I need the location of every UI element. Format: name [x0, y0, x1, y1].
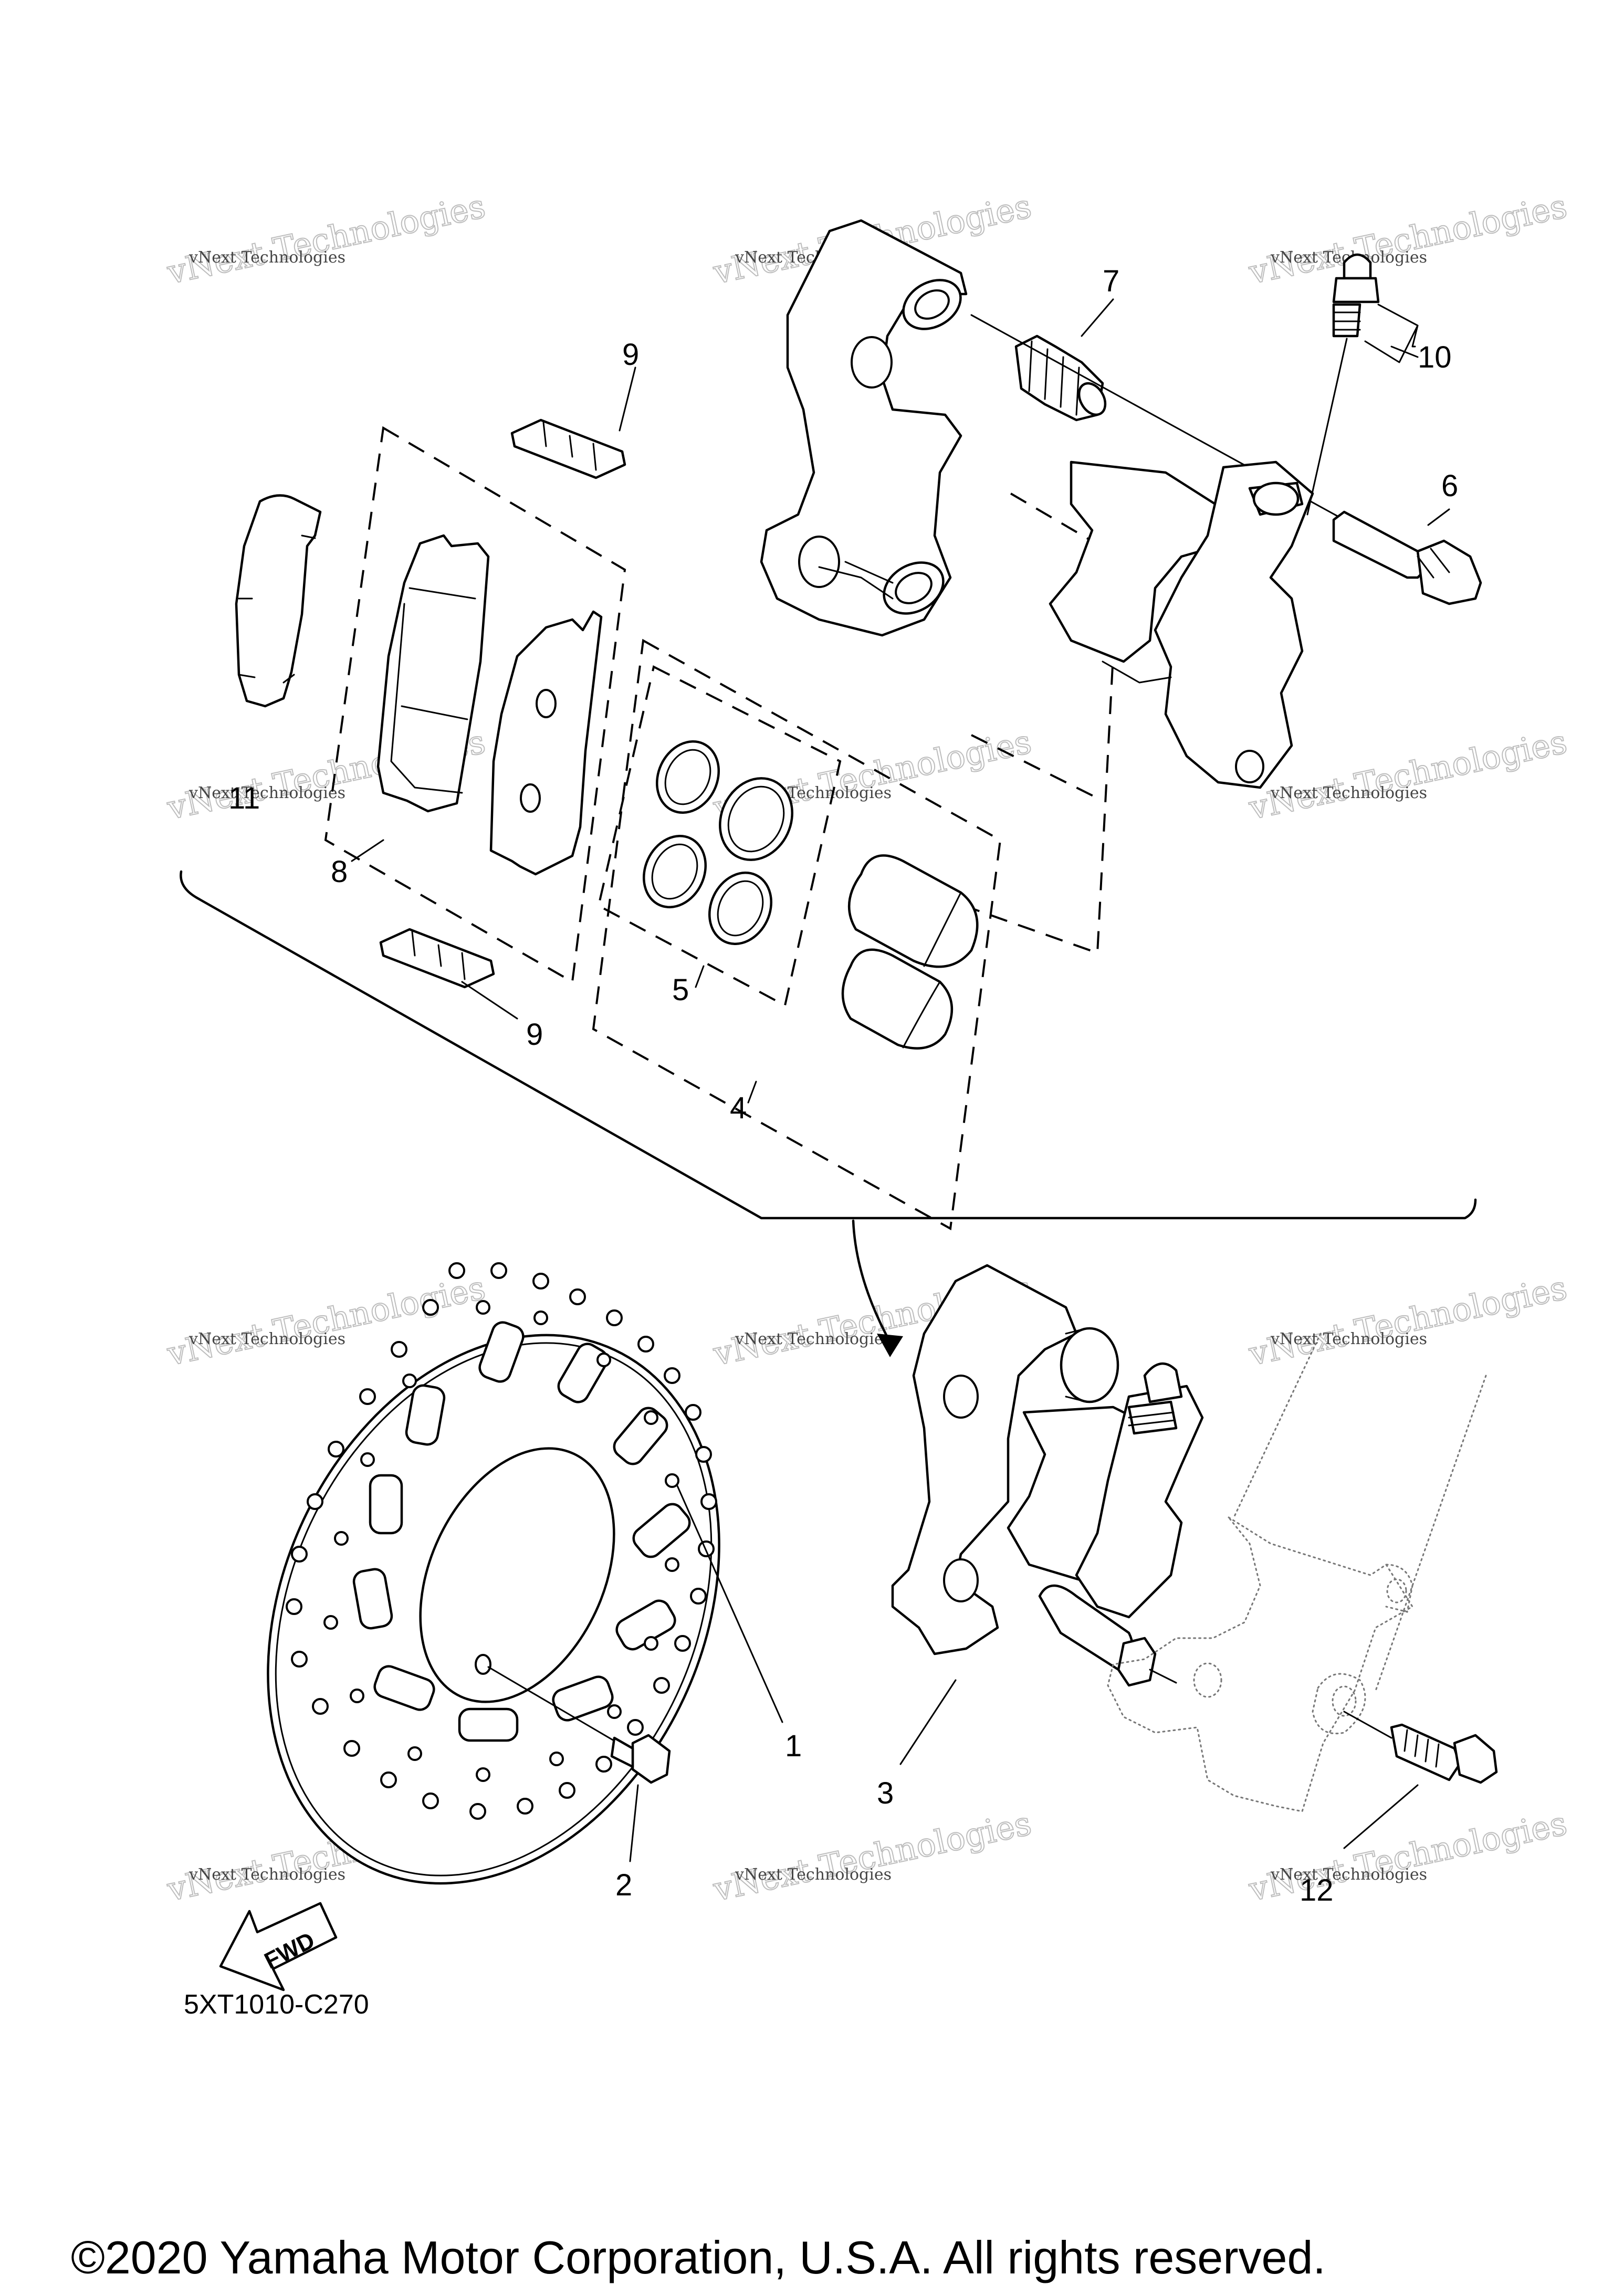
callout-6: 6: [1441, 469, 1458, 503]
copyright-notice: ©2020 Yamaha Motor Corporation, U.S.A. A…: [71, 2231, 1326, 2283]
svg-text:vNext Technologies: vNext Technologies: [1245, 1268, 1570, 1374]
caliper-body-dash-low: [971, 734, 1098, 799]
brake-pad-outer: [376, 534, 490, 813]
caliper-bolt: [1332, 510, 1482, 605]
callout-10: 10: [1418, 340, 1452, 374]
watermark: vNext Technologies vNext Technologies: [709, 1804, 1035, 1910]
bleed-screw: [1306, 253, 1380, 516]
caliper-body: [1049, 460, 1314, 789]
caliper-assembly: [891, 1264, 1204, 1687]
pad-shim-lower: [379, 928, 495, 989]
svg-text:vNext Technologies: vNext Technologies: [1245, 1804, 1570, 1909]
svg-text:vNext Technologies: vNext Technologies: [710, 1804, 1035, 1909]
callout-9-upper: 9: [622, 338, 639, 372]
callouts: 1 2 3 4 5 6 7 8 9 9 10 11 12: [228, 264, 1458, 1907]
callout-4: 4: [730, 1091, 747, 1125]
assembly-arrowhead: [877, 1334, 903, 1357]
brake-disc: [267, 1262, 720, 1885]
callout-12: 12: [1300, 1873, 1334, 1907]
watermark: vNext Technologies vNext Technologies: [1245, 722, 1571, 828]
svg-text:vNext Technologies: vNext Technologies: [1270, 784, 1427, 802]
caliper-body-dash: [971, 492, 1120, 955]
caliper-bracket: [760, 219, 968, 637]
pistons: [841, 854, 979, 1050]
callout-1: 1: [785, 1729, 802, 1763]
forward-direction-arrow: FWD: [219, 1902, 338, 1991]
pad-shim-upper: [510, 418, 626, 479]
disc-drill-holes: [286, 1262, 717, 1820]
pad-kit-box: [324, 426, 626, 984]
watermark: vNext Technologies vNext Technologies: [1245, 186, 1571, 292]
svg-text:vNext Technologies: vNext Technologies: [164, 1268, 489, 1374]
svg-text:vNext Technologies: vNext Technologies: [188, 1865, 345, 1884]
front-fork: [1107, 1333, 1487, 1812]
svg-text:vNext Technologies: vNext Technologies: [188, 784, 345, 802]
watermark: vNext Technologies vNext Technologies: [1245, 1268, 1571, 1374]
assembly-bracket-line: [180, 870, 1477, 1220]
callout-5: 5: [672, 973, 689, 1007]
svg-text:vNext Technologies: vNext Technologies: [164, 187, 489, 292]
pin-boot: [1014, 334, 1107, 422]
svg-text:vNext Technologies: vNext Technologies: [1245, 722, 1570, 827]
callout-8: 8: [331, 855, 348, 889]
callout-9-lower: 9: [526, 1018, 543, 1052]
svg-text:vNext Technologies: vNext Technologies: [1270, 1330, 1427, 1348]
brake-pad-inner: [489, 610, 603, 876]
svg-text:vNext Technologies: vNext Technologies: [735, 1865, 892, 1884]
callout-3: 3: [877, 1776, 894, 1810]
svg-text:vNext Technologies: vNext Technologies: [188, 248, 345, 267]
callout-7: 7: [1103, 264, 1119, 298]
watermark: vNext Technologies vNext Technologies: [1245, 1804, 1571, 1910]
svg-text:vNext Technologies: vNext Technologies: [188, 1330, 345, 1348]
svg-text:vNext Technologies: vNext Technologies: [1270, 1865, 1427, 1884]
disc-bolt: [487, 1666, 671, 1784]
piston-seal-kit-box: [597, 665, 842, 1008]
seal-kit-box: [592, 638, 1002, 1231]
svg-text:vNext Technologies: vNext Technologies: [1245, 187, 1570, 292]
piston-seals: [643, 740, 793, 945]
pad-spring: [235, 494, 322, 708]
callout-2: 2: [615, 1868, 632, 1902]
watermark: vNext Technologies vNext Technologies: [163, 186, 489, 292]
assembly-arrow: [852, 1219, 894, 1348]
disc-vent-slots: [352, 1321, 691, 1742]
svg-text:vNext Technologies: vNext Technologies: [735, 1330, 892, 1348]
callout-11: 11: [228, 781, 260, 815]
caliper-mount-bolt: [1343, 1711, 1498, 1784]
diagram-code: 5XT1010-C270: [184, 1989, 369, 2020]
